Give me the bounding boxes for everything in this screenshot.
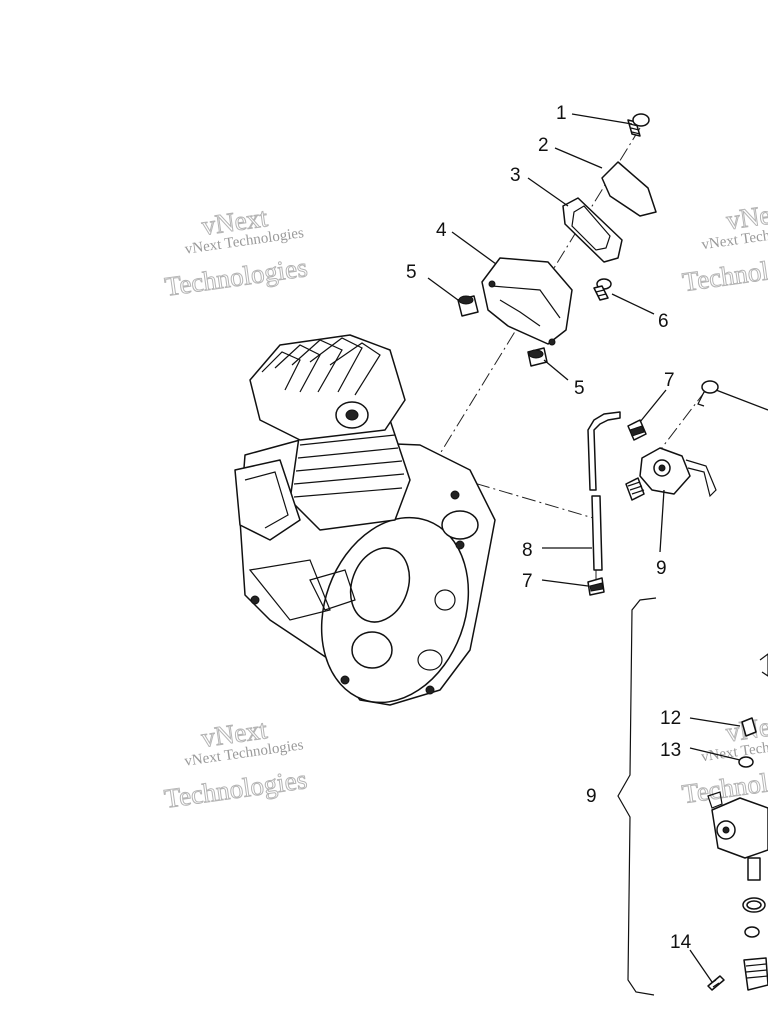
part-7-clamp-upper [627,419,647,441]
watermark-left-bottom: vNext vNext Technologies Technologies [162,714,309,815]
callout-7b: 7 [522,571,533,592]
part-3-gasket [562,197,623,263]
callout-8: 8 [522,540,533,561]
svg-text:Technologies: Technologies [163,252,309,302]
callout-6: 6 [658,311,669,332]
engine-block [234,334,496,706]
callout-4: 4 [436,220,447,241]
watermark-right-top: vNext vNext Technologies Technologies [680,196,768,298]
callout-12: 12 [660,708,681,729]
part-1-bolt [627,113,650,137]
svg-text:Technologies: Technologies [162,764,308,814]
callout-7a: 7 [664,370,675,391]
part-9-pump-detail [707,653,768,991]
callout-14: 14 [670,932,692,953]
part-4-housing [481,257,573,346]
part-6-screw [593,278,612,301]
callout-5a: 5 [406,262,417,283]
subassembly-bracket [617,597,657,996]
leader-lines [427,113,768,983]
part-5-grommet-upper [457,295,479,317]
callout-5b: 5 [574,378,585,399]
part-8-hose [587,411,621,571]
callouts: 1 2 3 4 5 5 6 7 7 8 9 9 12 13 14 [406,103,692,953]
callout-9b: 9 [586,786,597,807]
part-9-oil-pump [625,380,719,501]
svg-text:Technologies: Technologies [681,248,768,298]
callout-9a: 9 [656,558,667,579]
watermark-left-top: vNext vNext Technologies Technologies [162,202,309,303]
part-7-clamp-lower [587,577,605,596]
part-5-grommet-lower [527,347,548,367]
callout-13: 13 [660,740,681,761]
callout-1: 1 [556,103,567,124]
callout-2: 2 [538,135,549,156]
svg-text:Technologies: Technologies [680,760,768,810]
callout-3: 3 [510,165,521,186]
part-2-cover-plate [601,161,657,217]
